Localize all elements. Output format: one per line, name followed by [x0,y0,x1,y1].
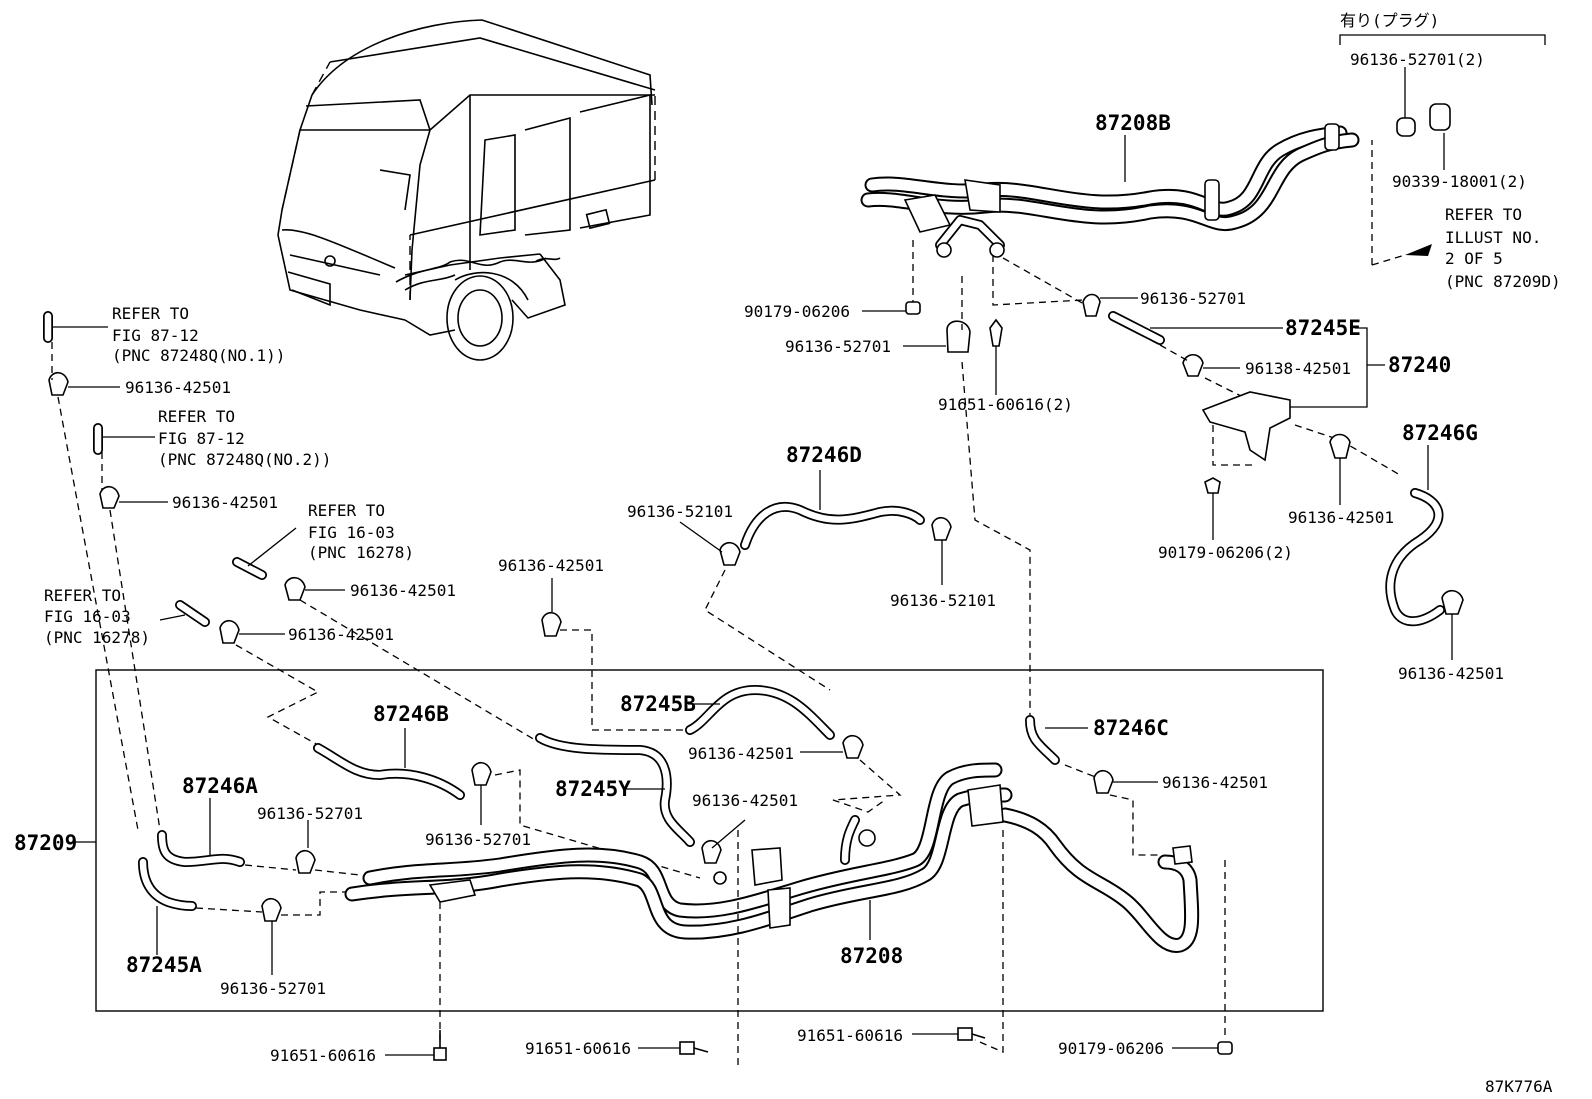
label-87240: 87240 [1388,353,1451,377]
hose-87246d-drawing [740,501,925,550]
pipe-87208-drawing [344,762,1200,953]
svg-text:(PNC 16278): (PNC 16278) [308,543,414,562]
svg-text:REFER TO: REFER TO [308,501,385,520]
label-90179-06206-a: 90179-06206 [744,302,850,321]
label-90179-06206-b: 90179-06206 [1058,1039,1164,1058]
label-96136-42501-i: 96136-42501 [1162,773,1268,792]
pipe-87208b-drawing [860,123,1360,258]
label-96136-42501-c: 96136-42501 [1288,508,1394,527]
assembly-frame [95,669,1324,1012]
label-96136-52701-d: 96136-52701 [425,830,531,849]
label-96136-52101-a: 96136-52101 [627,502,733,521]
label-87245e: 87245E [1285,316,1361,340]
label-96136-52701-2: 96136-52701(2) [1350,50,1485,69]
bolt-drawing-3 [957,1027,986,1041]
label-91651-60616-a: 91651-60616 [797,1026,903,1045]
svg-text:REFER TO: REFER TO [1445,205,1522,224]
label-90179-06206-2: 90179-06206(2) [1158,543,1293,562]
svg-text:FIG 87-12: FIG 87-12 [112,326,199,345]
hose-87245b-drawing [685,685,835,740]
label-90339-18001-2: 90339-18001(2) [1392,172,1527,191]
label-96136-42501-g: 96136-42501 [1398,664,1504,683]
label-87246c: 87246C [1093,716,1169,740]
svg-text:(PNC 87209D): (PNC 87209D) [1445,272,1561,291]
svg-text:FIG 16-03: FIG 16-03 [308,523,395,542]
vehicle-illustration [277,19,656,361]
label-96136-42501-a: 96136-42501 [125,378,231,397]
label-91651-60616-b: 91651-60616 [525,1039,631,1058]
svg-text:(PNC 87248Q(NO.1)): (PNC 87248Q(NO.1)) [112,346,285,365]
hose-87246a-drawing [157,830,245,867]
label-96136-52701-e: 96136-52701 [220,979,326,998]
hose-87246c-drawing [1025,715,1060,765]
label-91651-60616-2: 91651-60616(2) [938,395,1073,414]
ref-fig-87-12-no2: REFER TO FIG 87-12 (PNC 87248Q(NO.2)) [158,407,331,469]
label-87246d: 87246D [786,443,862,467]
label-96136-42501-d: 96136-42501 [498,556,604,575]
label-87209: 87209 [14,831,77,855]
label-91651-60616-c: 91651-60616 [270,1046,376,1065]
label-96136-52101-b: 96136-52101 [890,591,996,610]
ref-fig-87-12-no1: REFER TO FIG 87-12 (PNC 87248Q(NO.1)) [112,304,285,365]
ref-fig-16-03-a: REFER TO FIG 16-03 (PNC 16278) [308,501,414,562]
svg-text:REFER TO: REFER TO [44,586,121,605]
label-96136-42501-e: 96136-42501 [350,581,456,600]
svg-text:FIG 16-03: FIG 16-03 [44,607,131,626]
label-87246a: 87246A [182,774,258,798]
hose-87245a-drawing [138,857,197,911]
label-87246b: 87246B [373,702,449,726]
bolt-drawing-2 [679,1041,709,1055]
bolt-drawing-1 [433,1030,447,1061]
label-96136-42501-h: 96136-42501 [688,744,794,763]
label-96136-42501-b: 96136-42501 [172,493,278,512]
label-96136-42501-j: 96136-42501 [692,791,798,810]
hose-87246g-drawing [1385,488,1445,627]
ref-illust-87209d: REFER TO ILLUST NO. 2 OF 5 (PNC 87209D) [1445,205,1561,291]
ref-fig-16-03-b: REFER TO FIG 16-03 (PNC 16278) [44,586,150,647]
label-87245y: 87245Y [555,777,631,801]
label-96136-52701-a: 96136-52701 [1140,289,1246,308]
label-96136-52701-c: 96136-52701 [257,804,363,823]
hose-87246b-drawing [313,743,465,800]
label-96136-42501-f: 96136-42501 [288,625,394,644]
label-87245a: 87245A [126,953,202,977]
svg-text:REFER TO: REFER TO [158,407,235,426]
hose-87245y-drawing [535,733,695,847]
svg-text:REFER TO: REFER TO [112,304,189,323]
label-87246g: 87246G [1402,421,1478,445]
svg-text:2 OF 5: 2 OF 5 [1445,249,1503,268]
svg-text:(PNC 16278): (PNC 16278) [44,628,150,647]
svg-text:FIG 87-12: FIG 87-12 [158,429,245,448]
svg-text:ILLUST NO.: ILLUST NO. [1445,228,1541,247]
svg-text:(PNC 87248Q(NO.2)): (PNC 87248Q(NO.2)) [158,450,331,469]
diagram-code: 87K776A [1485,1077,1553,1096]
label-87208b: 87208B [1095,111,1171,135]
label-87245b: 87245B [620,692,696,716]
option-note: 有り(プラグ) [1340,11,1439,30]
label-96136-52701-b: 96136-52701 [785,337,891,356]
label-96138-42501: 96138-42501 [1245,359,1351,378]
label-87208: 87208 [840,944,903,968]
